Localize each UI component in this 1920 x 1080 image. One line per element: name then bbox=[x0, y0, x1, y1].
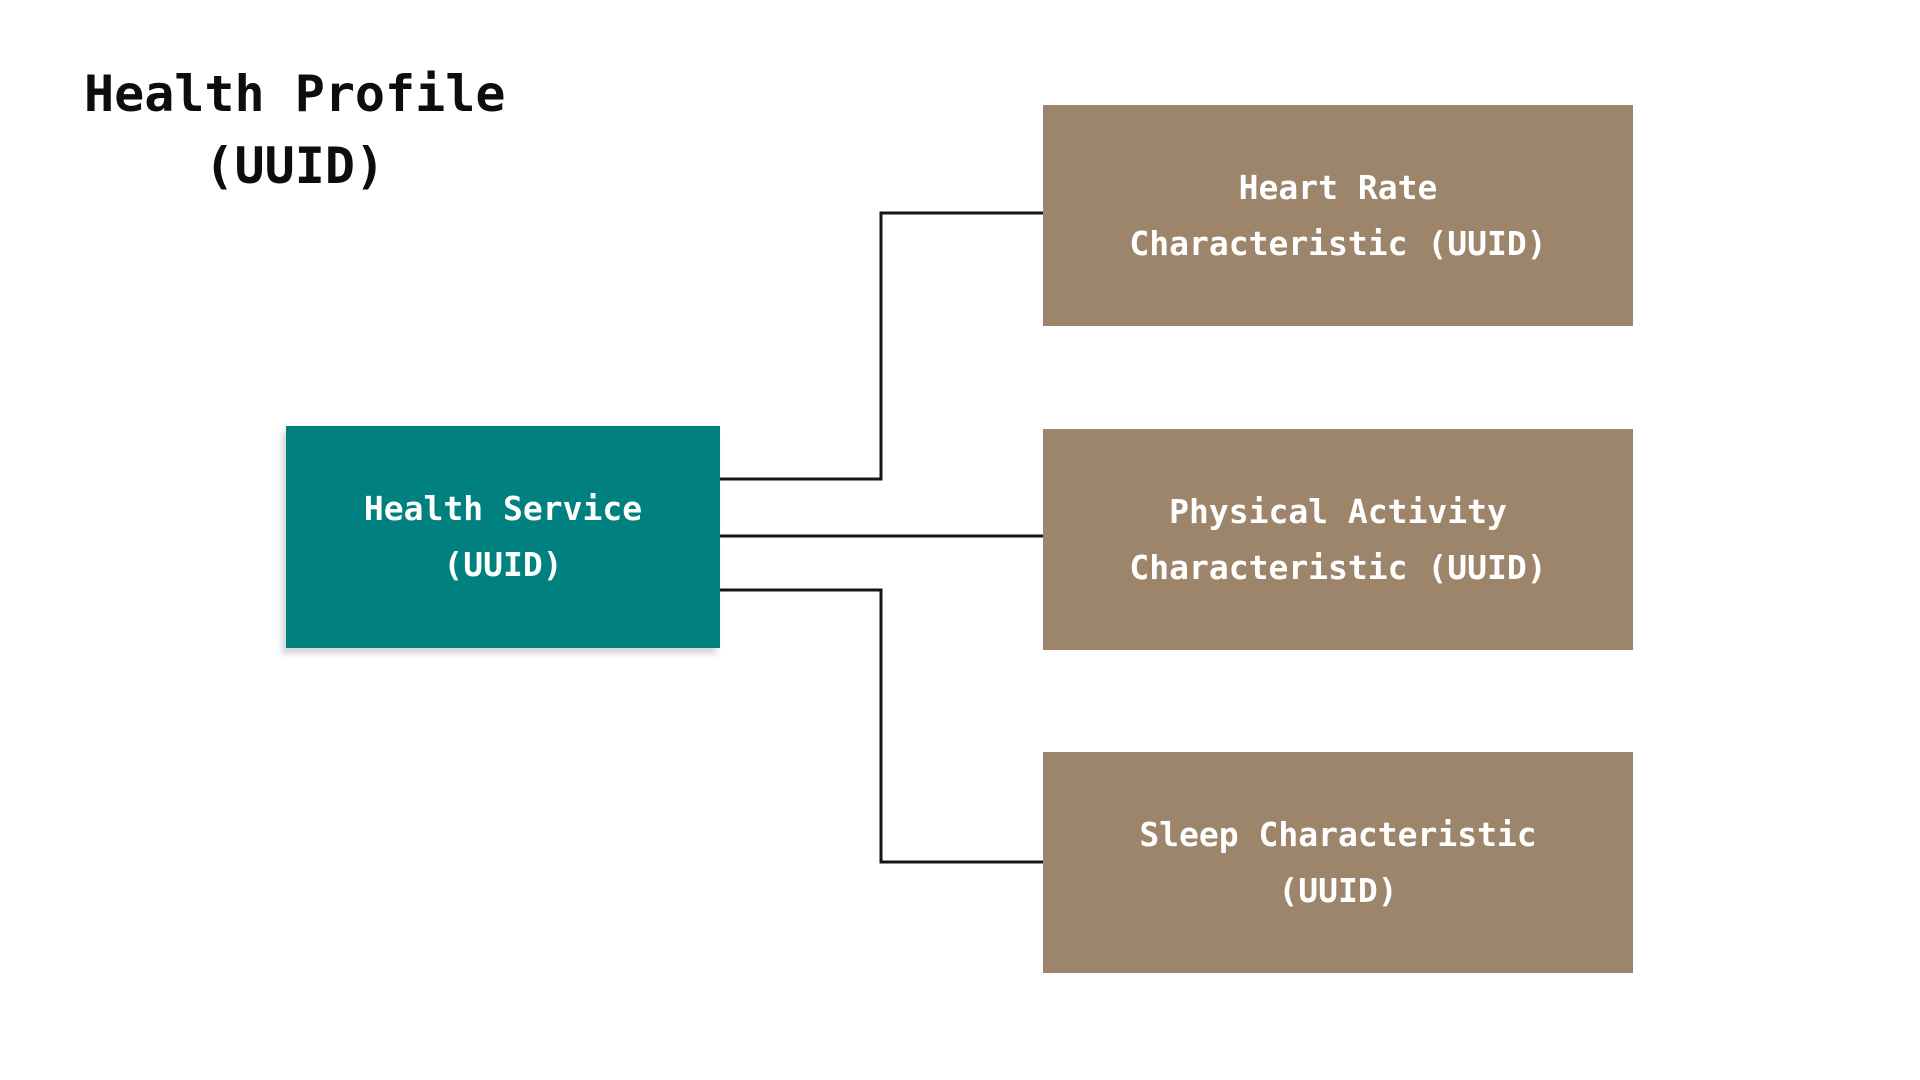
node-physical-activity-characteristic: Physical Activity Characteristic (UUID) bbox=[1043, 429, 1633, 650]
node-physical-activity-characteristic-label: Physical Activity Characteristic (UUID) bbox=[1129, 491, 1547, 587]
diagram-title: Health Profile (UUID) bbox=[84, 65, 506, 195]
node-sleep-characteristic: Sleep Characteristic (UUID) bbox=[1043, 752, 1633, 973]
connector-heart-rate bbox=[720, 211, 1043, 481]
node-sleep-characteristic-label: Sleep Characteristic (UUID) bbox=[1139, 814, 1537, 910]
node-heart-rate-characteristic-label: Heart Rate Characteristic (UUID) bbox=[1129, 167, 1547, 263]
node-heart-rate-characteristic: Heart Rate Characteristic (UUID) bbox=[1043, 105, 1633, 326]
node-health-service: Health Service (UUID) bbox=[286, 426, 720, 648]
node-health-service-label: Health Service (UUID) bbox=[363, 489, 643, 584]
connector-sleep bbox=[720, 588, 1043, 864]
